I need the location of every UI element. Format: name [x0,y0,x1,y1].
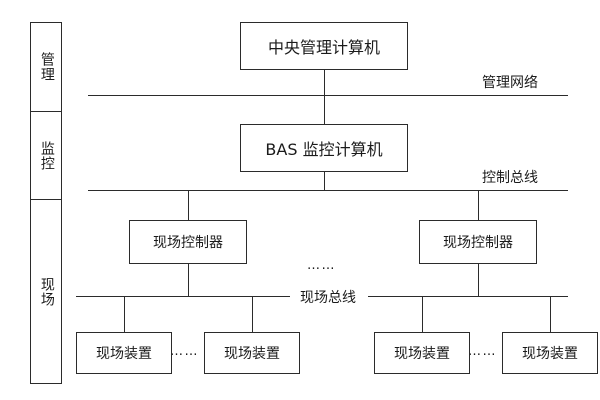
system-level-sidebar: 管理 监控 现场 [30,22,62,384]
field-bus-line-right [368,296,568,297]
management-network-label: 管理网络 [482,75,538,91]
connector-control-bus-to-controller-left [188,190,189,220]
node-label-field-controller-right: 现场控制器 [443,235,513,251]
sidebar-item-management[interactable]: 管理 [31,23,61,111]
node-label-central-management-computer: 中央管理计算机 [267,38,380,57]
node-label-field-device-2: 现场装置 [224,346,280,362]
ellipsis-between-controllers: …… [307,258,336,273]
connector-field-bus-to-device-3 [422,296,423,332]
field-bus-line-left [76,296,290,297]
connector-management-network-to-bas [324,95,325,124]
node-field-device-2[interactable]: 现场装置 [204,332,300,374]
node-field-device-3[interactable]: 现场装置 [374,332,470,374]
sidebar-item-label-management: 管理 [38,52,55,82]
sidebar-item-label-monitoring: 监控 [38,140,55,171]
connector-control-bus-to-controller-right [478,190,479,220]
node-field-controller-right[interactable]: 现场控制器 [419,220,537,264]
control-bus-label: 控制总线 [482,170,538,186]
sidebar-item-label-field: 现场 [38,276,55,307]
node-label-field-device-3: 现场装置 [394,346,450,362]
sidebar-item-monitoring[interactable]: 监控 [31,111,61,199]
node-label-field-device-1: 现场装置 [96,346,152,362]
connector-field-bus-to-device-1 [124,296,125,332]
node-label-bas-monitoring-computer: BAS 监控计算机 [265,140,383,159]
connector-bas-to-control-bus [324,172,325,190]
node-central-management-computer[interactable]: 中央管理计算机 [240,22,408,70]
connector-field-bus-to-device-2 [252,296,253,332]
ellipsis-devices-left: …… [170,344,199,359]
node-label-field-device-4: 现场装置 [522,346,578,362]
ellipsis-devices-right: …… [468,344,497,359]
connector-controller-right-to-field-bus [478,264,479,296]
connector-controller-left-to-field-bus [188,264,189,296]
node-label-field-controller-left: 现场控制器 [153,235,223,251]
node-field-controller-left[interactable]: 现场控制器 [129,220,247,264]
field-bus-label: 现场总线 [296,287,360,307]
connector-field-bus-to-device-4 [550,296,551,332]
connector-central-to-management-network [324,70,325,95]
node-field-device-1[interactable]: 现场装置 [76,332,172,374]
management-network-bus-line [88,95,568,96]
sidebar-item-field[interactable]: 现场 [31,199,61,383]
node-field-device-4[interactable]: 现场装置 [502,332,598,374]
node-bas-monitoring-computer[interactable]: BAS 监控计算机 [240,124,408,172]
control-bus-line [88,190,568,191]
